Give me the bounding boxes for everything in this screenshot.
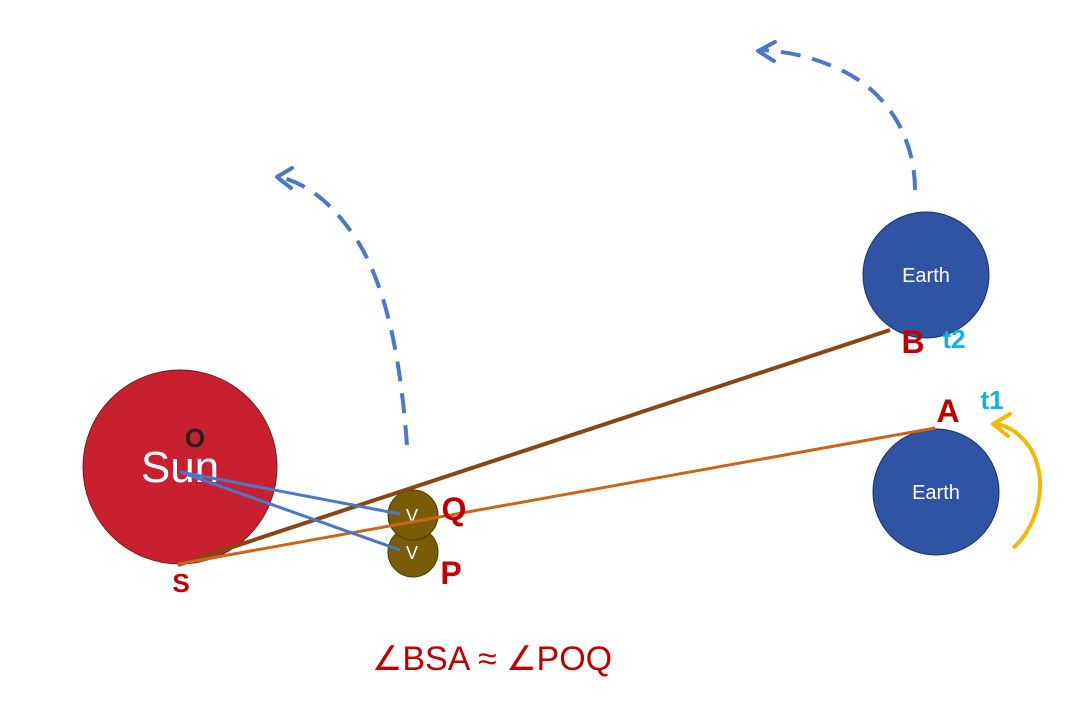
earth-t2-label: Earth bbox=[902, 265, 950, 287]
time-label-t1: t1 bbox=[980, 385, 1003, 415]
point-label-a: A bbox=[936, 393, 959, 429]
line-s-to-b bbox=[177, 328, 891, 567]
venus-lower-label: V bbox=[406, 543, 418, 563]
sun: Sun O bbox=[82, 369, 278, 565]
angle-caption: ∠BSA ≈ ∠POQ bbox=[372, 640, 612, 678]
orbit-arrow-left-icon bbox=[275, 166, 409, 446]
earth-t1: Earth bbox=[872, 428, 1000, 556]
orbit-arrow-right-icon bbox=[756, 40, 917, 191]
earth-t2-disk bbox=[862, 211, 990, 339]
sun-label: Sun bbox=[141, 443, 219, 492]
venus-upper-disk bbox=[387, 489, 439, 541]
point-label-b: B bbox=[901, 324, 924, 360]
time-label-t2: t2 bbox=[942, 324, 965, 354]
venus-upper: V bbox=[387, 489, 439, 541]
earth-rotation-arrow-icon bbox=[991, 412, 1042, 550]
line-o-to-q bbox=[179, 470, 401, 516]
point-label-s: S bbox=[172, 568, 189, 598]
point-label-p: P bbox=[440, 555, 461, 591]
earth-t1-label: Earth bbox=[912, 482, 960, 504]
line-o-to-p bbox=[179, 470, 401, 552]
point-label-q: Q bbox=[442, 491, 467, 527]
earth-t2: Earth bbox=[862, 211, 990, 339]
sun-center-label: O bbox=[185, 423, 205, 453]
line-s-to-a bbox=[177, 426, 936, 566]
venus-lower: V bbox=[387, 526, 439, 578]
earth-t1-disk bbox=[872, 428, 1000, 556]
